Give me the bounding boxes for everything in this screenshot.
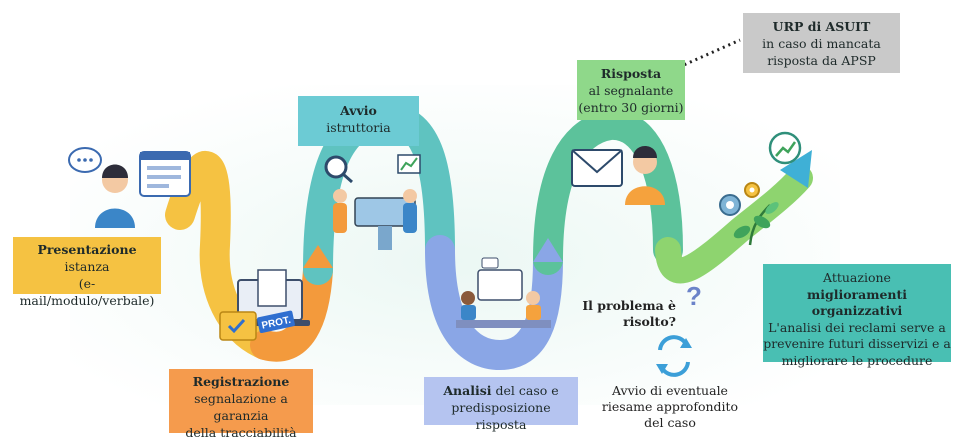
step-risposta: Risposta al segnalante (entro 30 giorni): [577, 60, 685, 120]
arrow-head-registrazione: [303, 245, 333, 268]
riesame-line2: riesame approfondito: [601, 399, 739, 414]
envelope-person-illustration: [571, 146, 665, 205]
urp-title: URP di ASUIT: [772, 19, 871, 34]
path-segment-registrazione: [250, 255, 333, 362]
risposta-line3: (entro 30 giorni): [578, 100, 684, 115]
presentazione-detail: (e-mail/modulo/verbale): [19, 276, 155, 308]
risposta-line2: al segnalante: [588, 83, 674, 98]
step-avvio: Avvio istruttoria: [298, 96, 419, 146]
step-presentazione: Presentazione istanza (e-mail/modulo/ver…: [13, 237, 161, 308]
growth-chart-icon: [768, 131, 802, 165]
avvio-detail: istruttoria: [326, 120, 391, 135]
attuazione-line1: Attuazione: [823, 270, 891, 285]
step-attuazione: Attuazione miglioramenti organizzativi L…: [763, 264, 951, 368]
attuazione-line5: migliorare le procedure: [781, 352, 933, 368]
refresh-icon: [656, 335, 692, 377]
avvio-title: Avvio: [340, 103, 377, 118]
presentazione-rest: istanza: [64, 259, 110, 274]
riesame-line1: Avvio di eventuale: [612, 383, 728, 398]
step-analisi: Analisi del caso e predisposizione rispo…: [424, 377, 578, 432]
riesame-line3: del caso: [644, 415, 696, 430]
arrow-head-growth: [780, 150, 812, 188]
gears-icon: [719, 182, 760, 216]
urp-line3: risposta da APSP: [767, 53, 876, 68]
analisi-title: Analisi: [443, 383, 492, 398]
chat-bubble-icon: [68, 147, 102, 173]
urp-line2: in caso di mancata: [762, 36, 881, 51]
risposta-title: Risposta: [600, 66, 662, 81]
arrow-head-analisi: [533, 238, 563, 262]
analisi-rest: del caso e: [491, 383, 559, 398]
urp-note: URP di ASUIT in caso di mancata risposta…: [743, 13, 900, 73]
attuazione-line4: prevenire futuri disservizi e a: [763, 336, 951, 351]
analysis-team-illustration: [324, 154, 421, 250]
problema-line2: risolto?: [623, 314, 676, 329]
desk-team-illustration: [456, 257, 551, 328]
registrazione-title: Registrazione: [192, 374, 290, 389]
riesame-note: Avvio di eventuale riesame approfondito …: [595, 383, 745, 431]
question-icon: ?: [686, 281, 702, 311]
attuazione-title: miglioramenti organizzativi: [806, 286, 908, 319]
question-problema: Il problema è risolto?: [580, 298, 676, 330]
envelope-icon: [571, 149, 623, 187]
chat-bubble-small-icon: [481, 257, 499, 269]
analisi-detail: predisposizione risposta: [451, 400, 551, 432]
attuazione-line3: L'analisi dei reclami serve a: [768, 319, 946, 335]
check-icon: [227, 318, 246, 334]
step-registrazione: Registrazione segnalazione a garanzia de…: [169, 369, 313, 440]
presentazione-title: Presentazione: [37, 242, 137, 257]
registrazione-line2: segnalazione a garanzia: [194, 391, 288, 423]
laptop-folder-illustration: PROT.: [219, 269, 310, 341]
registrazione-line3: della tracciabilità: [185, 425, 297, 440]
problema-line1: Il problema è: [582, 298, 676, 313]
path-segment-analisi: [425, 235, 563, 371]
person-with-form-illustration: [68, 147, 191, 228]
path-segment-risposta: [533, 110, 683, 275]
plants-illustration: [733, 202, 779, 246]
magnifier-icon: [324, 155, 348, 179]
prot-stamp: [257, 310, 295, 333]
